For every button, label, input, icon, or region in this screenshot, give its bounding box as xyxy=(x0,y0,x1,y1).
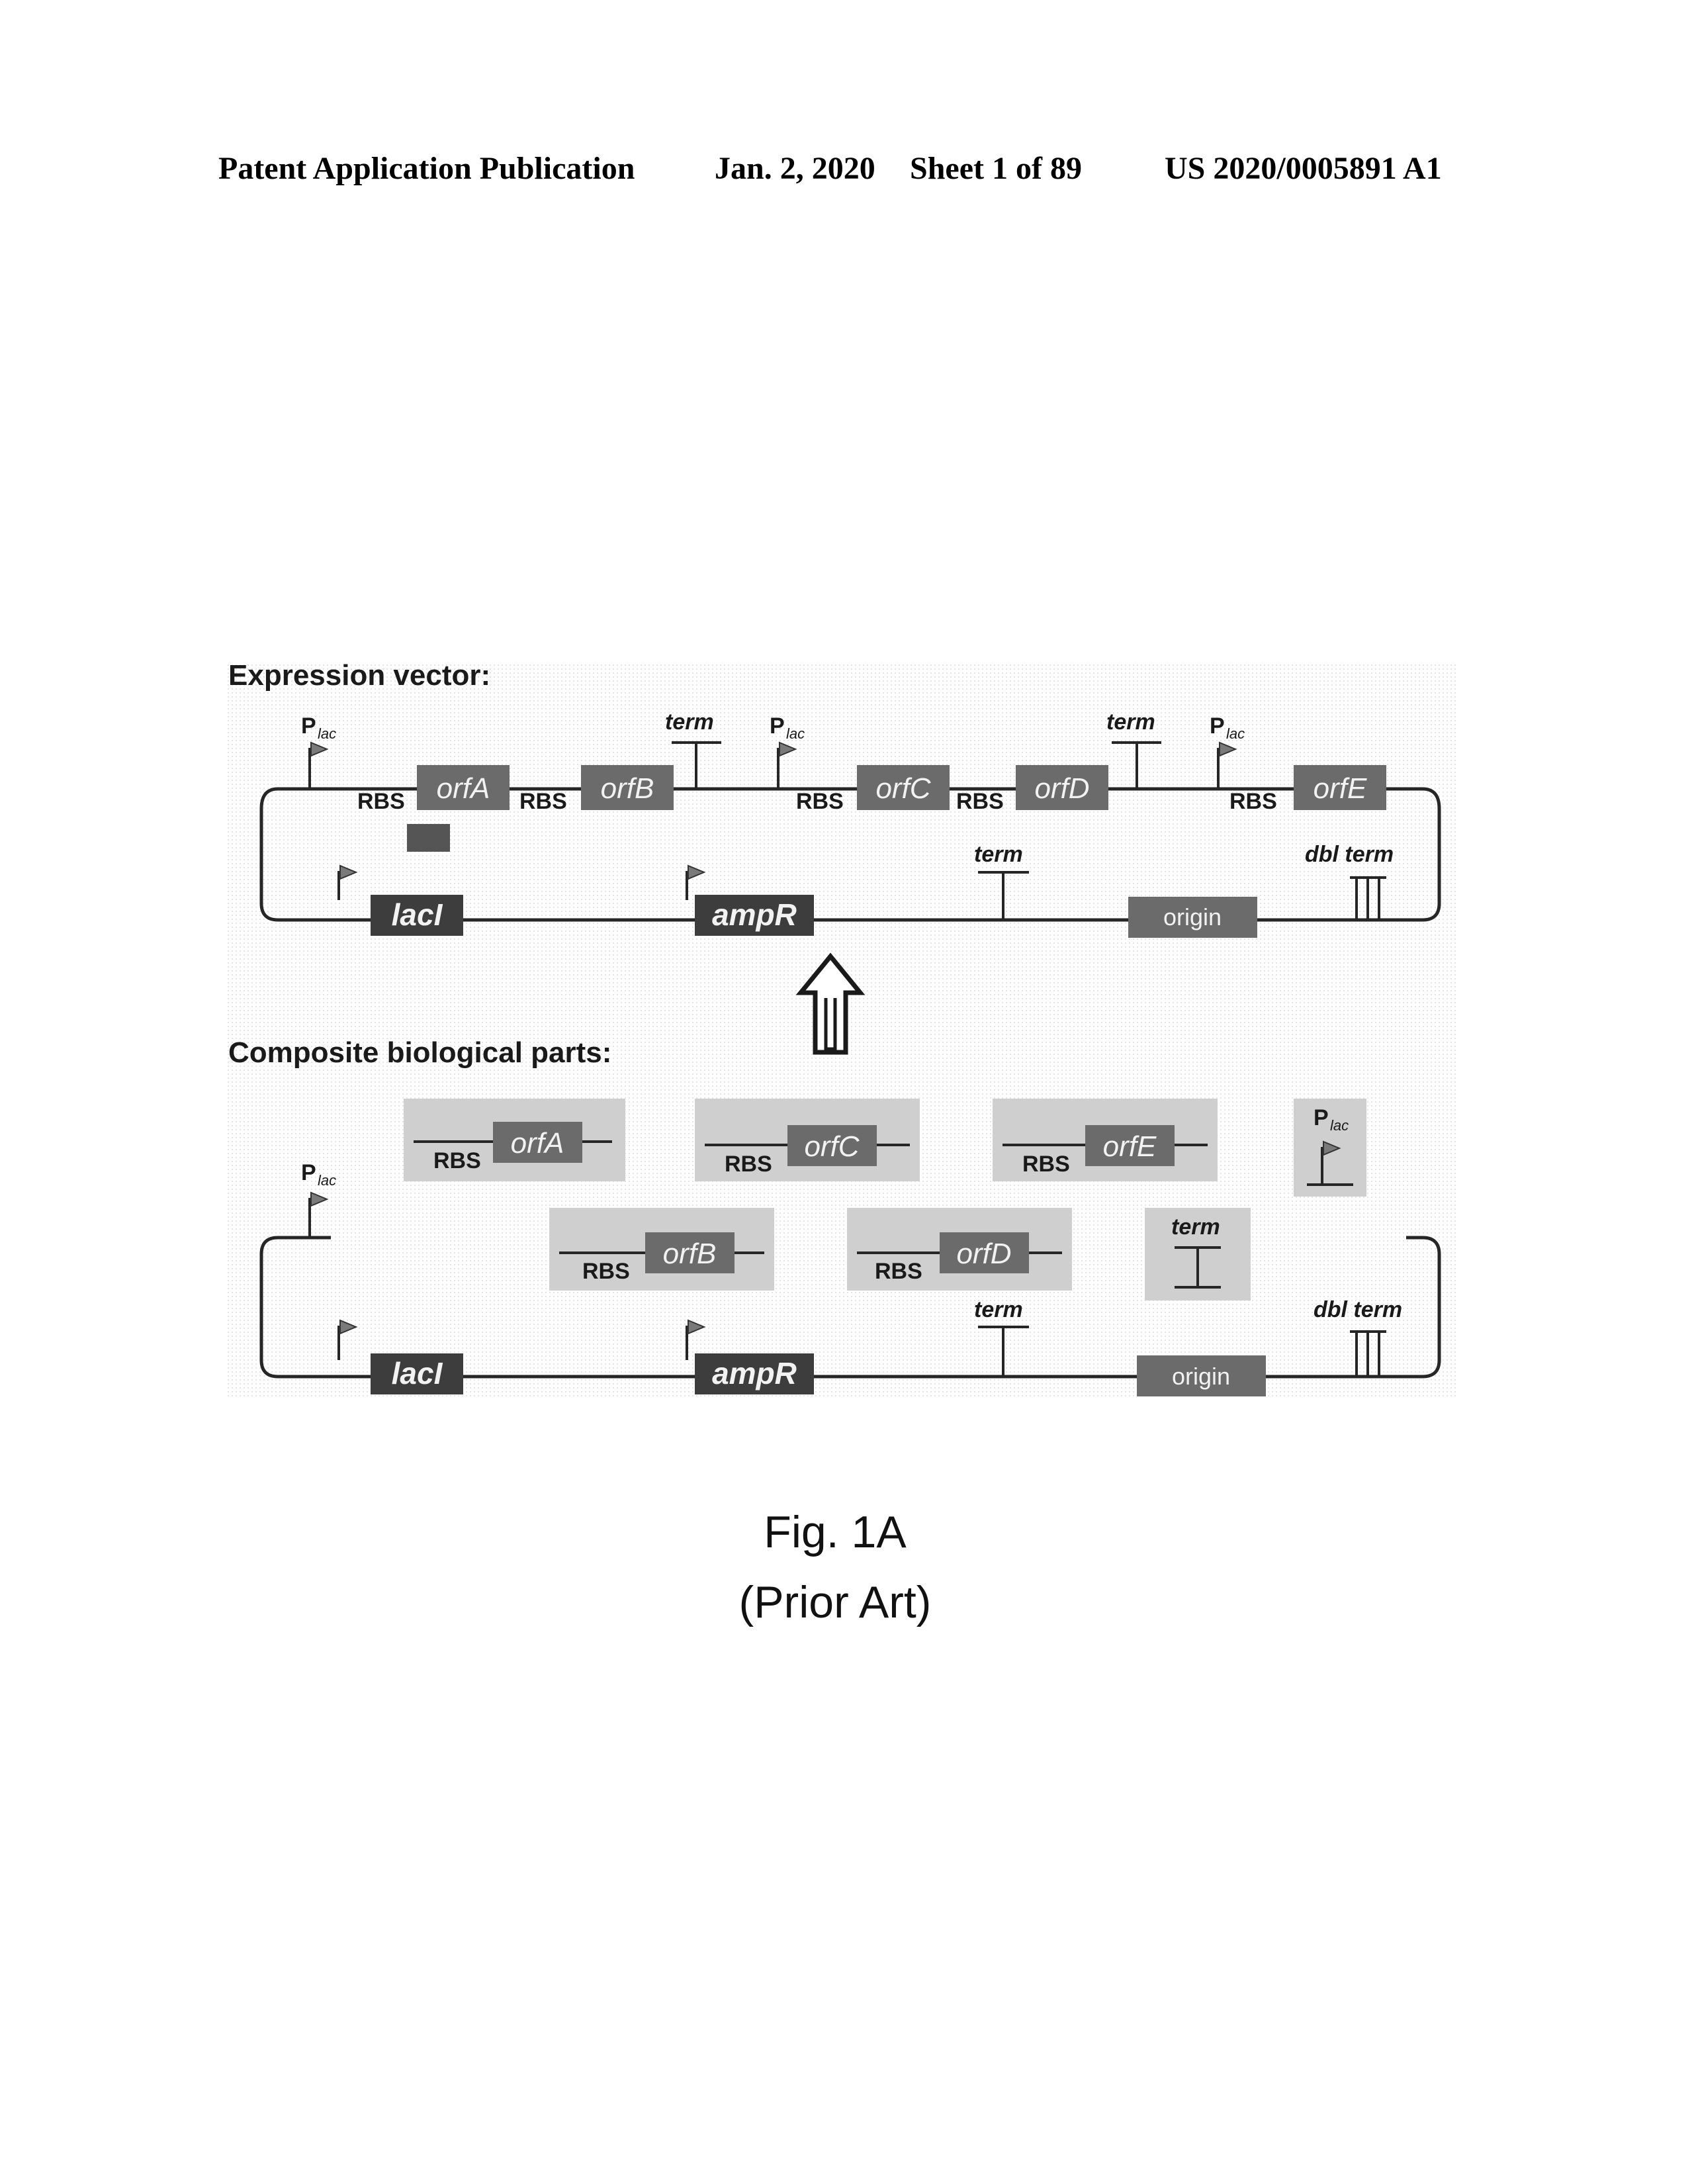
backbone-origin-open: origin xyxy=(1137,1355,1266,1396)
svg-text:P: P xyxy=(1314,1105,1329,1130)
figure-caption: Fig. 1A xyxy=(764,1507,907,1557)
svg-text:orfD: orfD xyxy=(1034,772,1089,805)
svg-text:orfB: orfB xyxy=(663,1238,717,1270)
svg-text:orfC: orfC xyxy=(875,772,931,805)
svg-text:lac: lac xyxy=(786,725,805,742)
gene-orfA: orfA xyxy=(417,765,510,810)
svg-text:orfE: orfE xyxy=(1103,1130,1157,1163)
terminator-2: term xyxy=(1106,709,1161,789)
header-publication-label: Patent Application Publication xyxy=(218,151,635,186)
rbs-label: RBS xyxy=(1229,789,1277,814)
svg-text:ampR: ampR xyxy=(712,897,797,932)
page-header: Patent Application Publication Jan. 2, 2… xyxy=(218,151,1442,186)
plasmid-backbone-line xyxy=(259,787,1441,922)
gene-orfB: orfB xyxy=(581,765,674,810)
promoter-arrow-icon xyxy=(1323,1140,1341,1156)
svg-text:term: term xyxy=(974,842,1023,867)
backbone-lacI-open: lacI xyxy=(337,1319,463,1394)
svg-text:lacI: lacI xyxy=(392,1356,443,1390)
svg-text:RBS: RBS xyxy=(1022,1152,1070,1177)
svg-text:P: P xyxy=(301,1160,316,1185)
gene-orfD: orfD xyxy=(1016,765,1108,810)
double-terminator-open: dbl term xyxy=(1314,1297,1402,1377)
part-terminator: term xyxy=(1145,1208,1251,1300)
terminator-3: term xyxy=(974,842,1029,920)
promoter-arrow-icon xyxy=(339,1319,358,1335)
backbone-origin: origin xyxy=(1128,897,1257,938)
composite-parts-heading: Composite biological parts: xyxy=(228,1036,611,1069)
header-patent-number: US 2020/0005891 A1 xyxy=(1165,151,1442,186)
svg-text:RBS: RBS xyxy=(725,1152,772,1177)
rbs-label: RBS xyxy=(796,789,844,814)
svg-text:origin: origin xyxy=(1163,903,1222,931)
marker-square xyxy=(407,824,450,852)
svg-text:origin: origin xyxy=(1172,1363,1230,1390)
part-orfA: RBS orfA xyxy=(404,1099,625,1181)
svg-text:P: P xyxy=(301,713,316,739)
gene-orfC: orfC xyxy=(857,765,950,810)
figure-caption-note: (Prior Art) xyxy=(739,1577,932,1627)
svg-text:lac: lac xyxy=(1226,725,1245,742)
open-plasmid-backbone-line xyxy=(259,1236,1441,1379)
svg-text:term: term xyxy=(974,1297,1023,1322)
svg-text:RBS: RBS xyxy=(582,1259,630,1284)
rbs-label: RBS xyxy=(519,789,567,814)
expression-vector: Expression vector: P lac P lac P lac ter… xyxy=(228,659,1441,938)
header-sheet: Sheet 1 of 89 xyxy=(910,151,1082,186)
svg-text:lac: lac xyxy=(1330,1117,1349,1134)
promoter-plac-3: P lac xyxy=(1210,713,1245,789)
composite-parts: Composite biological parts: RBS orfA RBS… xyxy=(228,1036,1441,1396)
rbs-label: RBS xyxy=(956,789,1004,814)
backbone-lacI: lacI xyxy=(337,864,463,936)
promoter-arrow-icon xyxy=(688,864,706,880)
svg-text:P: P xyxy=(770,713,785,739)
part-orfB: RBS orfB xyxy=(549,1208,774,1291)
svg-text:dbl term: dbl term xyxy=(1305,842,1394,867)
svg-text:term: term xyxy=(1171,1214,1220,1240)
svg-text:lac: lac xyxy=(318,1172,336,1189)
up-arrow-icon xyxy=(795,952,866,1055)
up-arrow-inner xyxy=(824,998,837,1051)
svg-text:orfA: orfA xyxy=(437,772,490,805)
promoter-arrow-icon xyxy=(339,864,358,880)
svg-text:ampR: ampR xyxy=(712,1356,797,1390)
svg-text:term: term xyxy=(1106,709,1155,735)
promoter-plac-2: P lac xyxy=(770,713,805,789)
svg-text:term: term xyxy=(665,709,714,735)
promoter-arrow-icon xyxy=(688,1319,706,1335)
promoter-arrow-icon xyxy=(779,741,797,757)
promoter-arrow-icon xyxy=(310,1191,329,1207)
svg-text:P: P xyxy=(1210,713,1225,739)
svg-text:lacI: lacI xyxy=(392,897,443,932)
promoter-plac-1: P lac xyxy=(301,713,336,789)
backbone-ampR: ampR xyxy=(686,864,814,936)
promoter-arrow-icon xyxy=(310,741,329,757)
promoter-plac-open: P lac xyxy=(301,1160,336,1238)
double-terminator: dbl term xyxy=(1305,842,1394,920)
svg-text:orfB: orfB xyxy=(601,772,654,805)
svg-text:orfC: orfC xyxy=(804,1130,860,1163)
part-promoter: P lac xyxy=(1294,1099,1366,1197)
svg-text:orfE: orfE xyxy=(1314,772,1367,805)
header-date: Jan. 2, 2020 xyxy=(715,151,875,186)
svg-text:RBS: RBS xyxy=(875,1259,922,1284)
rbs-label: RBS xyxy=(357,789,405,814)
svg-text:RBS: RBS xyxy=(433,1148,481,1173)
backbone-ampR-open: ampR xyxy=(686,1319,814,1394)
part-orfE: RBS orfE xyxy=(993,1099,1218,1181)
promoter-arrow-icon xyxy=(1219,741,1237,757)
part-orfD: RBS orfD xyxy=(847,1208,1072,1291)
expression-vector-heading: Expression vector: xyxy=(228,659,490,692)
svg-text:orfD: orfD xyxy=(956,1238,1011,1270)
svg-text:lac: lac xyxy=(318,725,336,742)
part-orfC: RBS orfC xyxy=(695,1099,920,1181)
gene-orfE: orfE xyxy=(1294,765,1386,810)
svg-text:orfA: orfA xyxy=(511,1127,564,1160)
terminator-1: term xyxy=(665,709,721,789)
terminator-open: term xyxy=(974,1297,1029,1377)
svg-text:dbl term: dbl term xyxy=(1314,1297,1402,1322)
